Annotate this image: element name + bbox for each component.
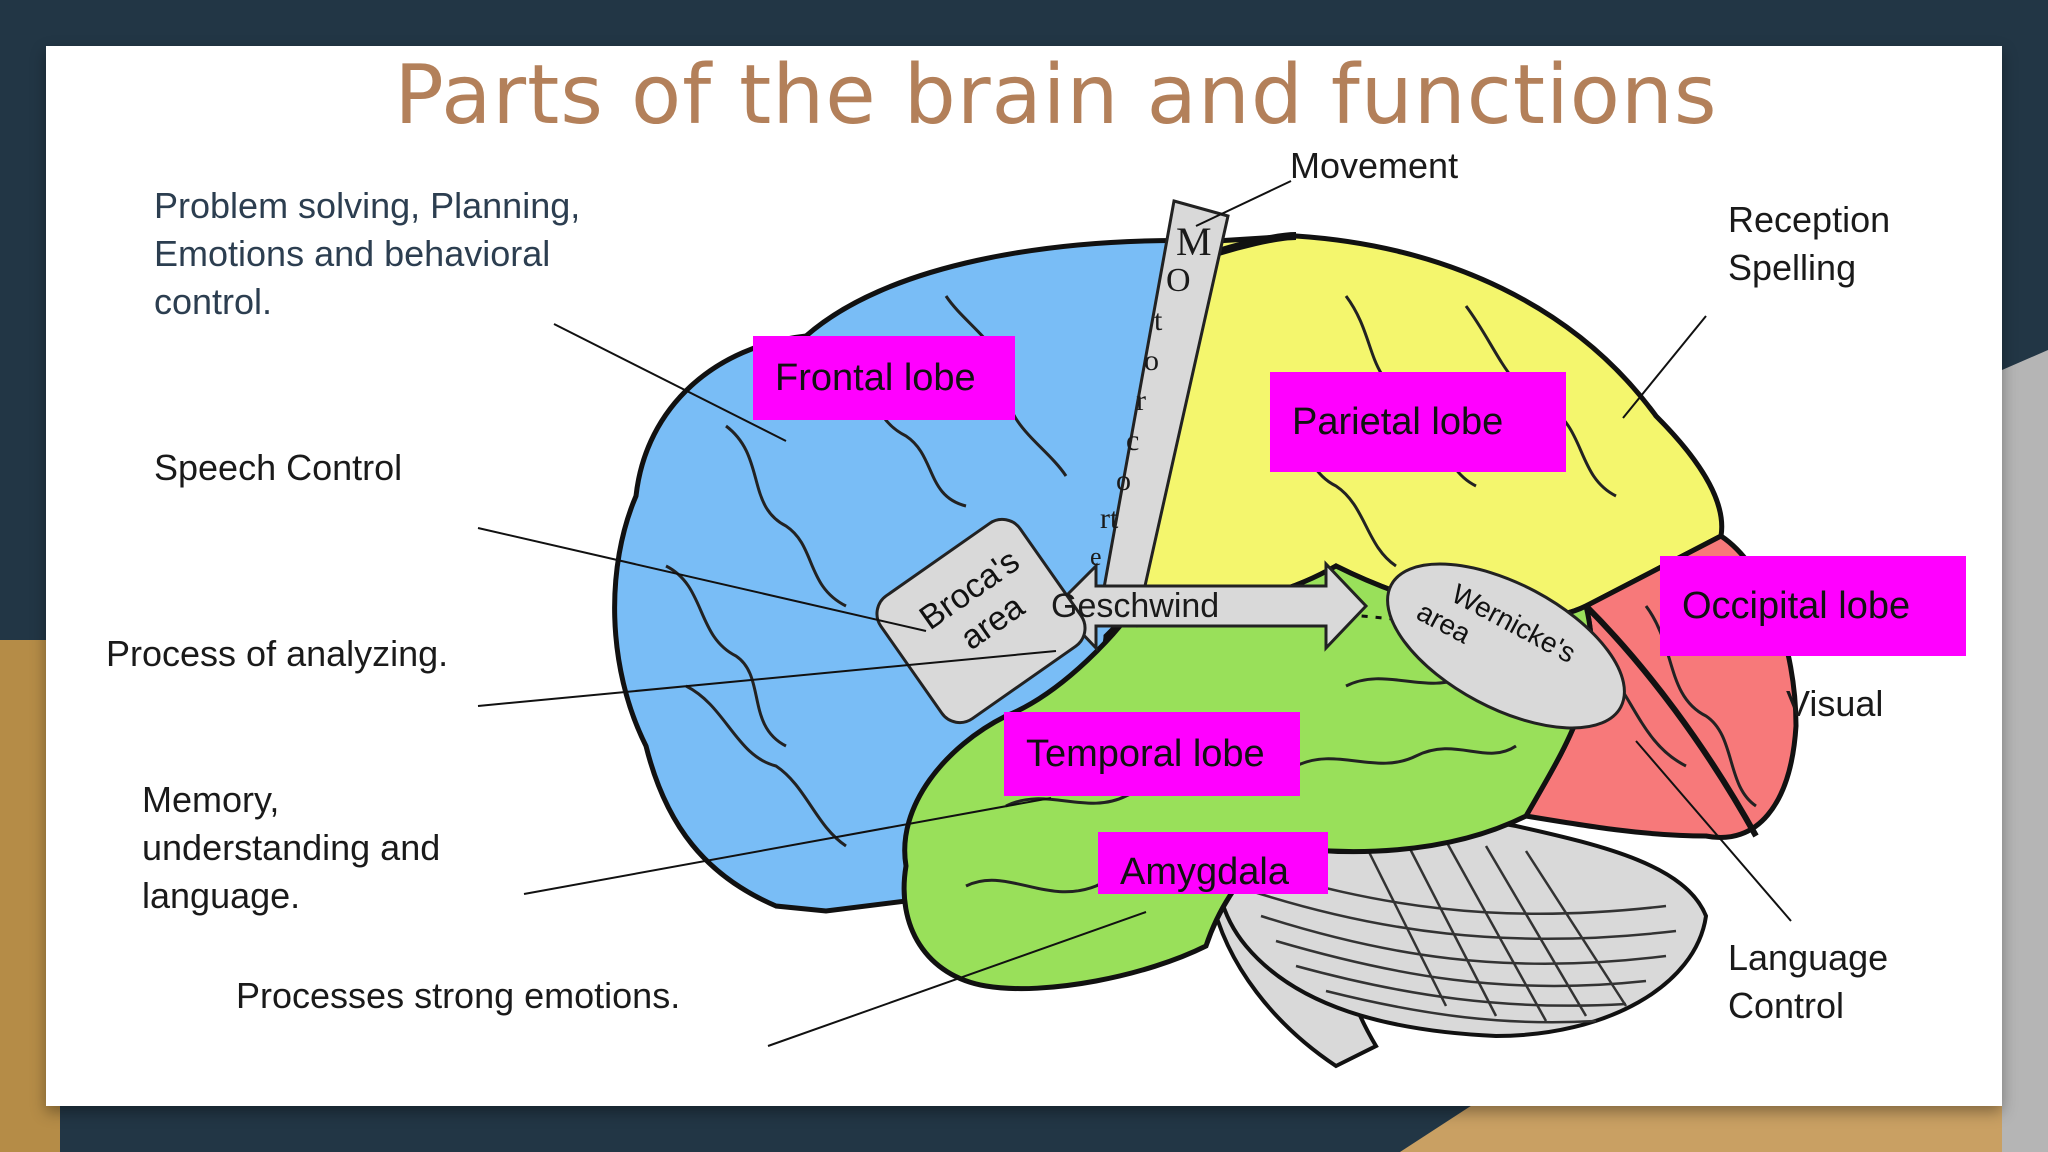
motor-letter-9: e xyxy=(1090,542,1102,571)
motor-letter-1: M xyxy=(1176,219,1212,264)
reception-line-1: Reception xyxy=(1728,199,1891,240)
motor-letter-5: r xyxy=(1136,384,1146,417)
memory-line-3: language. xyxy=(142,875,301,916)
geschwind-arrow xyxy=(1053,560,1369,652)
language-control-line-1: Language xyxy=(1728,937,1889,978)
wernickes-area-shape xyxy=(1386,562,1626,730)
reception-line-2: Spelling xyxy=(1728,247,1857,288)
geschwind-label: Geschwind xyxy=(1051,587,1220,625)
motor-letter-2: O xyxy=(1166,262,1191,299)
emotions-annotation: Processes strong emotions. xyxy=(236,975,681,1016)
occipital-lobe-tag: Occipital lobe xyxy=(1660,556,1966,656)
language-control-line-2: Control xyxy=(1728,985,1845,1026)
movement-annotation: Movement xyxy=(1290,145,1459,186)
temporal-lobe-tag: Temporal lobe xyxy=(1004,712,1300,796)
memory-line-2: understanding and xyxy=(142,827,441,868)
motor-letter-3: t xyxy=(1154,304,1163,337)
memory-line-1: Memory, xyxy=(142,779,280,820)
analyzing-annotation: Process of analyzing. xyxy=(106,633,449,674)
visual-annotation: Visual xyxy=(1786,683,1884,724)
slide-title: Parts of the brain and functions xyxy=(394,48,1718,143)
frontal-function-line-3: control. xyxy=(154,281,273,322)
language-control-annotation: Language Control xyxy=(1728,934,1888,1030)
frontal-function-annotation: Problem solving, Planning, Emotions and … xyxy=(154,182,580,326)
motor-letter-8: rt xyxy=(1100,502,1119,535)
frontal-function-line-1: Problem solving, Planning, xyxy=(154,185,581,226)
brocas-area-shape xyxy=(875,517,1087,725)
leader-lines xyxy=(477,180,1792,1047)
speech-control-annotation: Speech Control xyxy=(154,447,403,488)
reception-annotation: Reception Spelling xyxy=(1728,196,1890,292)
frontal-function-line-2: Emotions and behavioral xyxy=(154,233,551,274)
frontal-lobe-tag: Frontal lobe xyxy=(753,336,1015,420)
motor-letter-6: c xyxy=(1126,424,1140,457)
motor-letter-4: o xyxy=(1144,344,1159,377)
slide: Parts of the brain and functions xyxy=(46,46,2002,1106)
motor-letter-7: o xyxy=(1116,464,1131,497)
memory-annotation: Memory, understanding and language. xyxy=(142,776,440,920)
parietal-lobe-tag: Parietal lobe xyxy=(1270,372,1566,472)
amygdala-tag: Amygdala xyxy=(1098,832,1328,894)
